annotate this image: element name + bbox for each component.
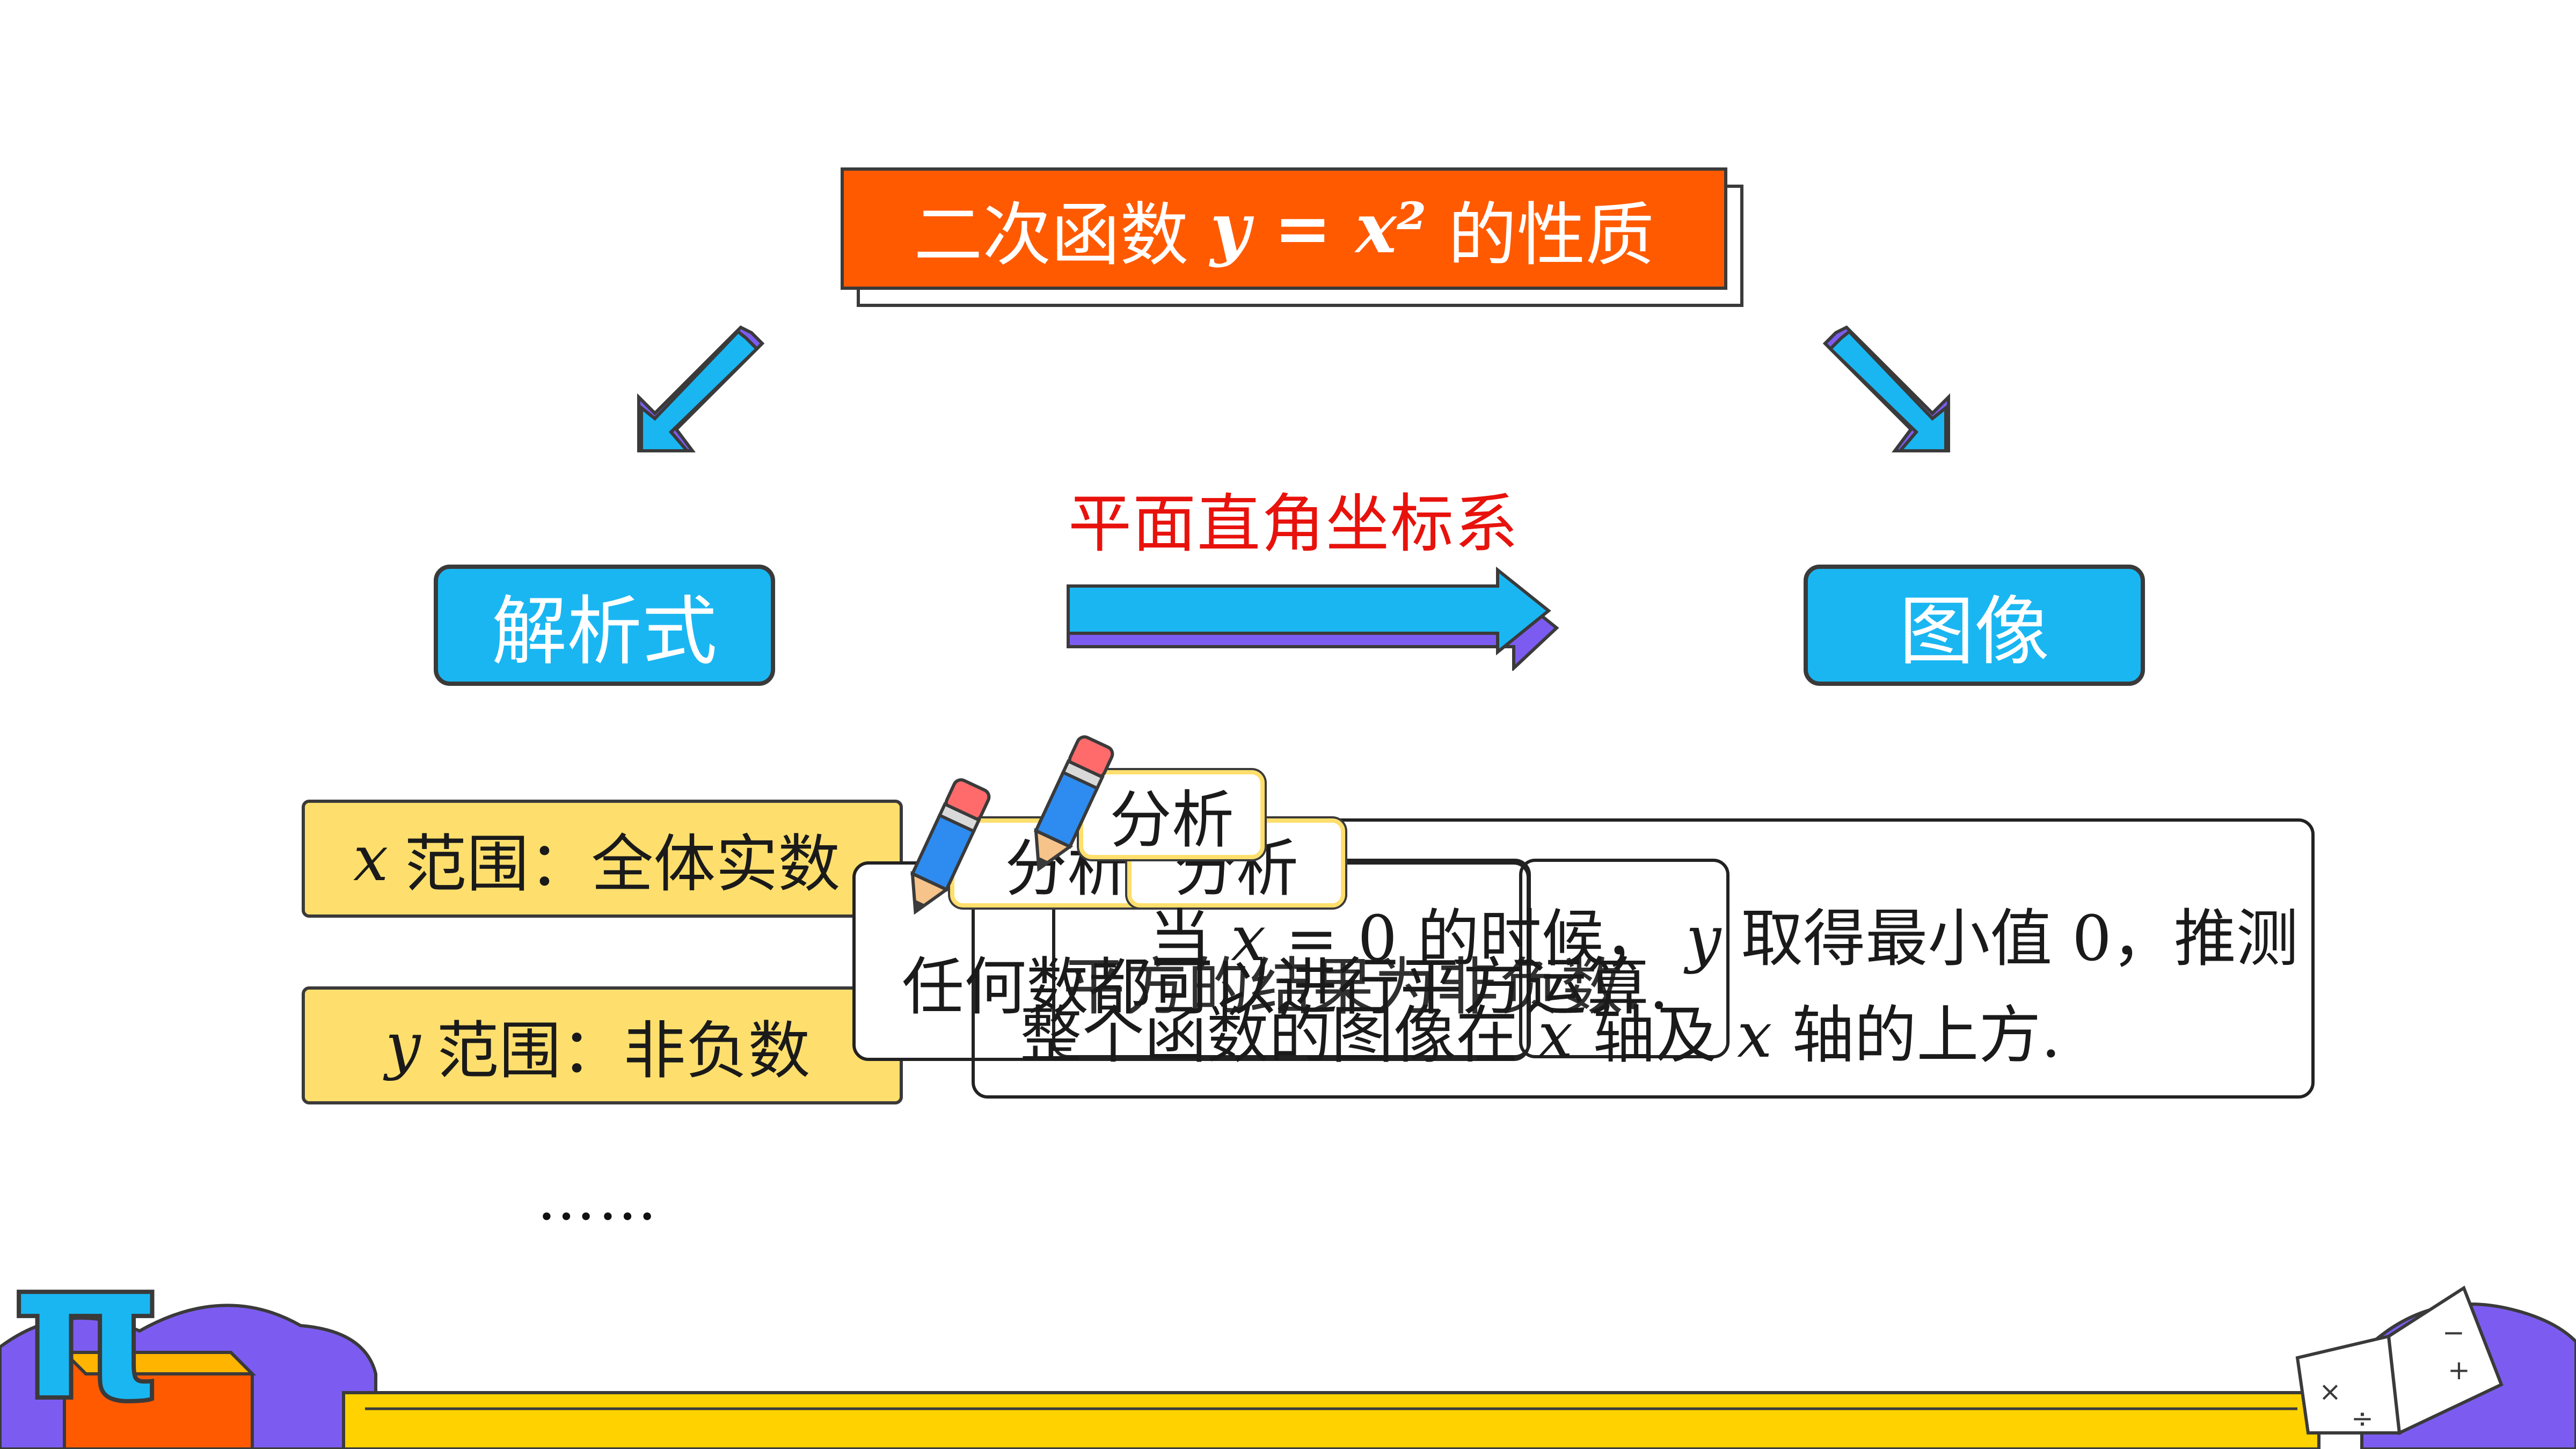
- svg-text:×: ×: [2319, 1376, 2341, 1407]
- text-part: 当: [1149, 903, 1211, 975]
- pencil-icon: [910, 778, 991, 915]
- math-var: y: [1685, 903, 1721, 975]
- x-range-text: 范围：全体实数: [404, 828, 841, 901]
- analysis-tab-label: 分析: [1110, 784, 1234, 857]
- text-part: 整个函数的图像在: [1020, 999, 1518, 1072]
- pencil-icon: [1033, 735, 1114, 872]
- text-part: 取得最小值 0，推测: [1741, 903, 2298, 975]
- text-part: = 0 的时候，: [1286, 903, 1666, 975]
- text-part: 轴的上方.: [1792, 999, 2061, 1072]
- analysis-y-text: 平方的结果为非负数.: [1063, 951, 1643, 1023]
- title-prefix: 二次函数: [914, 195, 1189, 275]
- analysis-graph-line1: 当 x = 0 的时候， y 取得最小值 0，推测: [1149, 888, 2298, 978]
- x-range-box: x 范围：全体实数: [302, 800, 903, 918]
- pi-icon: π: [9, 1218, 166, 1443]
- analysis-box-extra: [1519, 859, 1730, 1058]
- svg-text:+: +: [2448, 1355, 2470, 1386]
- arrow-left-down-icon: [637, 325, 765, 452]
- title-formula: y = x²: [1210, 188, 1427, 269]
- text-part: 轴及: [1593, 999, 1718, 1072]
- analysis-graph-line2: 整个函数的图像在 x 轴及 x 轴的上方.: [1020, 985, 2061, 1075]
- math-var: x: [1230, 903, 1266, 975]
- math-var: x: [1537, 999, 1573, 1072]
- arrow-right-down-icon: [1822, 325, 1950, 452]
- svg-text:÷: ÷: [2351, 1403, 2374, 1434]
- bottom-decoration: [0, 1302, 2576, 1449]
- svg-text:−: −: [2442, 1317, 2465, 1348]
- graph-box[interactable]: 图像: [1804, 565, 2145, 686]
- y-range-box: y 范围：非负数: [302, 986, 903, 1104]
- math-var: x: [1737, 999, 1772, 1072]
- y-variable: y: [385, 1009, 421, 1082]
- analysis-tab-3[interactable]: 分析: [1079, 770, 1265, 859]
- graph-label: 图像: [1899, 588, 2049, 676]
- analysis-box-graph: [972, 818, 2315, 1099]
- coordinate-system-label: 平面直角坐标系: [1068, 487, 1519, 561]
- open-book-icon: − + × ÷: [2295, 1285, 2504, 1436]
- analysis-x-text: 任何数都可以进行平方运算.: [902, 951, 1669, 1023]
- x-variable: x: [353, 822, 389, 895]
- page-title: 二次函数 y = x² 的性质: [841, 167, 1727, 290]
- ellipsis: ……: [537, 1165, 659, 1233]
- arrow-right-icon: [1067, 566, 1559, 671]
- title-suffix: 的性质: [1448, 195, 1654, 275]
- y-range-text: 范围：非负数: [436, 1015, 811, 1087]
- expression-box[interactable]: 解析式: [434, 565, 775, 686]
- expression-label: 解析式: [491, 588, 717, 676]
